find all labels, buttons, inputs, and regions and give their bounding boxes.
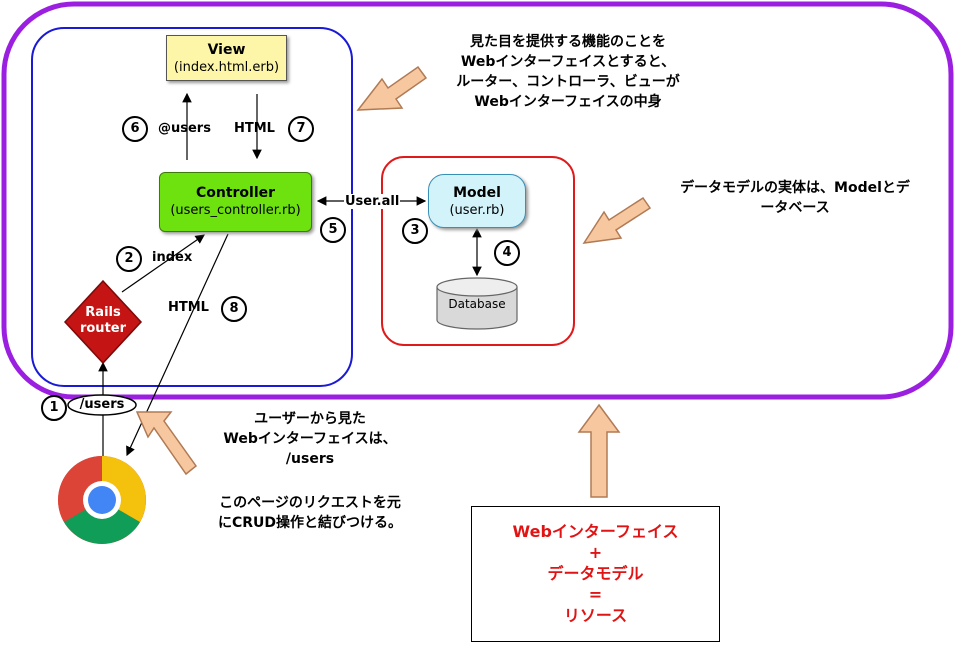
router-label-line1: Rails <box>85 305 121 320</box>
note-crud-line2: にCRUD操作と結びつける。 <box>217 515 403 531</box>
label-user-all: User.all <box>344 194 401 209</box>
step-3: 3 <box>402 218 428 244</box>
note-web-interface-line3: ルーター、コントローラ、ビューが <box>456 74 680 90</box>
resource-line5: リソース <box>563 606 628 625</box>
step-6: 6 <box>122 116 148 142</box>
note-web-interface: 見た目を提供する機能のことを Webインターフェイスとすると、 ルーター、コント… <box>418 32 718 112</box>
edge-router-to-controller <box>121 234 205 293</box>
step-8: 8 <box>221 296 247 322</box>
note-user-view: ユーザーから見た Webインターフェイスは、 /users <box>196 409 424 469</box>
arrow-resource-icon <box>577 403 621 498</box>
model-frame <box>381 156 575 346</box>
view-box: View (index.html.erb) <box>166 35 287 81</box>
model-title: Model <box>453 185 501 201</box>
step-2: 2 <box>116 246 142 272</box>
label-html-browser: HTML <box>168 300 209 315</box>
router-label-line2: router <box>79 321 127 336</box>
arrow-topright-icon <box>356 65 428 111</box>
note-data-model: データモデルの実体は、Modelとデ ータベース <box>650 178 940 218</box>
view-subtitle: (index.html.erb) <box>173 60 280 75</box>
note-web-interface-line4: Webインターフェイスの中身 <box>474 94 662 110</box>
arrow-users-icon <box>135 411 198 476</box>
step-7: 7 <box>288 116 314 142</box>
outer-frame <box>1 1 954 400</box>
label-html-view: HTML <box>234 121 275 136</box>
chrome-logo-icon <box>58 456 146 544</box>
step-4: 4 <box>494 240 520 266</box>
database-label: Database <box>448 297 506 311</box>
router-label: Rails router <box>73 305 133 337</box>
note-user-view-line3: /users <box>285 451 335 467</box>
note-web-interface-line1: 見た目を提供する機能のことを <box>470 34 666 50</box>
arrow-datamodel-icon <box>582 196 652 244</box>
note-crud-line1: このページのリクエストを元 <box>219 495 401 511</box>
label-users-var: @users <box>158 121 211 136</box>
step-1: 1 <box>41 395 67 421</box>
note-crud: このページのリクエストを元 にCRUD操作と結びつける。 <box>188 493 432 533</box>
note-user-view-line2: Webインターフェイスは、 <box>223 431 397 447</box>
router-diamond <box>63 279 143 365</box>
view-title: View <box>207 42 246 58</box>
step-5: 5 <box>320 217 346 243</box>
database-cylinder <box>436 277 518 330</box>
label-request-path: /users <box>79 397 125 412</box>
request-path-ellipse <box>67 394 137 416</box>
resource-box: Webインターフェイス + データモデル = リソース <box>471 506 720 642</box>
controller-title: Controller <box>195 185 276 201</box>
note-user-view-line1: ユーザーから見た <box>254 411 366 427</box>
model-box: Model (user.rb) <box>428 174 526 228</box>
resource-line2: + <box>588 543 603 562</box>
controller-subtitle: (users_controller.rb) <box>170 203 301 218</box>
label-index: index <box>152 250 193 265</box>
note-data-model-line2: ータベース <box>760 200 830 216</box>
model-subtitle: (user.rb) <box>449 203 505 218</box>
note-data-model-line1: データモデルの実体は、Modelとデ <box>680 180 910 196</box>
resource-line4: = <box>588 585 603 604</box>
resource-line1: Webインターフェイス <box>512 522 679 541</box>
note-web-interface-line2: Webインターフェイスとすると、 <box>460 54 676 70</box>
controller-box: Controller (users_controller.rb) <box>159 172 312 232</box>
resource-line3: データモデル <box>547 564 644 583</box>
